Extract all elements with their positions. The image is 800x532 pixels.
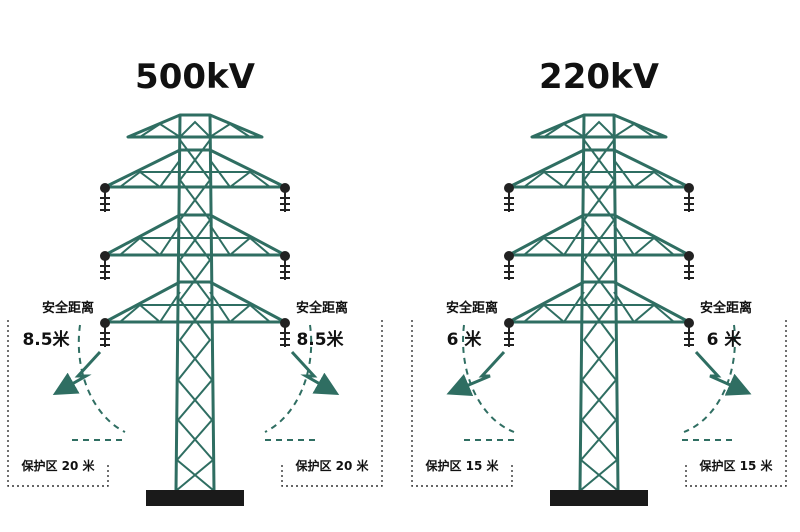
tower-base: [550, 490, 648, 506]
tower-220kv: 220kV: [411, 57, 787, 506]
right-safety-zone: 安全距离 6 米 保护区 15 米: [682, 300, 787, 487]
safety-label-left: 安全距离: [42, 300, 94, 316]
tower-structure: [504, 113, 694, 506]
protection-zone-left: 保护区 20 米: [20, 458, 95, 473]
safety-distance-right: 8.5米: [296, 329, 344, 350]
protection-zone-left: 保护区 15 米: [424, 458, 499, 473]
left-safety-zone: 安全距离 8.5米 保护区 20 米: [7, 300, 126, 487]
tower-500kv: 500kV: [7, 57, 383, 506]
right-safety-zone: 安全距离 8.5米 保护区 20 米: [264, 300, 383, 487]
voltage-title: 500kV: [135, 57, 256, 97]
safety-label-right: 安全距离: [700, 300, 752, 316]
tower-base: [146, 490, 244, 506]
safety-distance-left: 6 米: [447, 329, 483, 350]
protection-zone-right: 保护区 15 米: [698, 458, 773, 473]
voltage-title: 220kV: [539, 57, 660, 97]
protection-zone-right: 保护区 20 米: [294, 458, 369, 473]
tower-structure: [100, 113, 290, 506]
left-safety-zone: 安全距离 6 米 保护区 15 米: [411, 300, 516, 487]
safety-label-left: 安全距离: [446, 300, 498, 316]
safety-distance-right: 6 米: [707, 329, 743, 350]
safety-label-right: 安全距离: [296, 300, 348, 316]
safety-distance-left: 8.5米: [22, 329, 70, 350]
